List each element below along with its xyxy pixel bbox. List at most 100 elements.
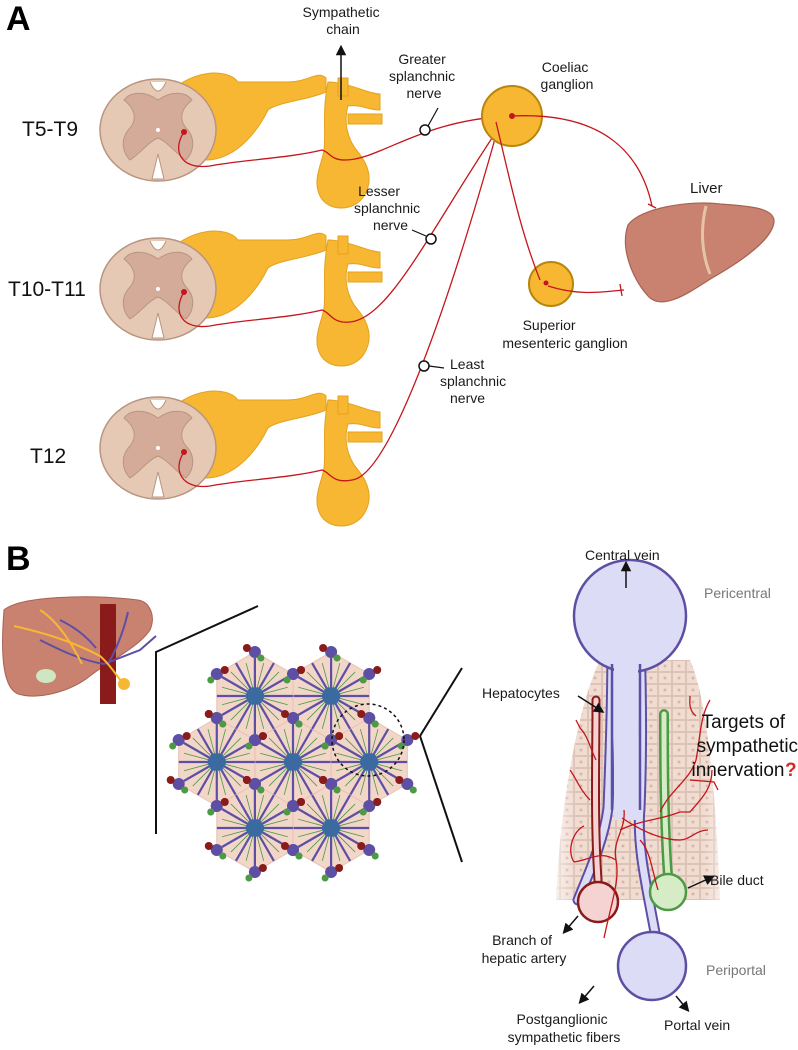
portal-triad-vessel	[258, 864, 267, 872]
portal-triad-vessel	[281, 710, 289, 718]
central-vein-node	[321, 819, 342, 837]
bile-canaliculus	[294, 769, 303, 795]
bile-canaliculus	[321, 795, 330, 821]
portal-triad-vessel	[207, 808, 215, 816]
postganglionic-fibers-a	[495, 115, 657, 297]
bile-canaliculus	[306, 833, 326, 853]
portal-triad-vessel	[220, 666, 229, 674]
bile-canaliculus	[221, 686, 248, 695]
portal-triad-vessel	[325, 734, 338, 746]
portal-triad-vessel	[245, 742, 253, 750]
spinal-cord-cross-section	[99, 78, 217, 182]
portal-triad-vessel	[295, 720, 303, 728]
portal-triad-vessel	[210, 668, 223, 680]
portal-triad-vessel	[357, 842, 366, 850]
bile-canaliculus	[376, 752, 403, 761]
bile-canaliculus	[321, 835, 330, 861]
portal-triad-vessel	[287, 844, 299, 856]
zoom-bracket-right	[418, 667, 463, 863]
greater-splanchnic-label: Greater splanchnic nerve	[389, 51, 459, 101]
bile-canaliculus	[336, 671, 356, 691]
portal-triad-vessel	[219, 720, 227, 728]
portal-triad-vessel	[411, 732, 420, 740]
bile-canaliculus	[376, 763, 403, 772]
portal-triad-vessel	[242, 644, 251, 652]
portal-triad-vessel	[359, 808, 367, 816]
least-splanchnic-label: Least splanchnic nerve	[440, 356, 510, 406]
bile-canaliculus	[230, 803, 250, 823]
bile-canaliculus	[283, 729, 292, 755]
central-vein-node	[321, 687, 342, 705]
central-vein-node	[244, 687, 265, 705]
portal-triad-vessel	[371, 720, 379, 728]
question-mark: ?	[785, 760, 797, 781]
spinal-segment-t5-t9	[99, 72, 383, 209]
portal-triad-vessel	[248, 778, 261, 790]
portal-triad-vessel	[333, 654, 341, 662]
bile-canaliculus	[260, 763, 286, 772]
bile-canaliculus	[336, 803, 356, 823]
portal-triad-vessel	[409, 786, 417, 794]
bile-canaliculus	[224, 752, 250, 761]
bile-canaliculus	[222, 767, 242, 787]
bile-canaliculus	[245, 795, 254, 821]
bile-canaliculus	[183, 763, 210, 772]
bile-canaliculus	[321, 663, 330, 689]
least-splanchnic-marker	[418, 360, 430, 372]
portal-triad-vessel	[172, 734, 185, 746]
bile-canaliculus	[245, 663, 254, 689]
hepatic-lobules	[166, 644, 420, 882]
bile-canaliculus	[338, 818, 365, 827]
portal-triad-vessel	[204, 842, 213, 850]
bile-canaliculus	[300, 752, 326, 761]
central-vein-label: Central vein	[585, 547, 660, 563]
bile-canaliculus	[360, 769, 368, 795]
portal-triad-vessel	[335, 864, 344, 872]
bile-canaliculus	[218, 769, 226, 795]
sympathetic-chain-label: Sympathetic chain	[303, 4, 384, 37]
segment-label-t12: T12	[30, 445, 66, 468]
bile-canaliculus	[262, 829, 288, 838]
portal-triad-vessel	[248, 646, 261, 658]
bile-canaliculus	[230, 833, 250, 853]
portal-triad-vessel	[210, 800, 223, 812]
lesser-splanchnic-marker	[425, 233, 437, 245]
portal-triad-vessel	[373, 666, 382, 674]
portal-triad-vessel	[363, 668, 376, 680]
central-vein-structure	[572, 558, 688, 956]
portal-triad-vessel	[395, 776, 404, 784]
bile-canaliculus	[298, 767, 318, 787]
portal-triad-vessel	[295, 852, 303, 860]
portal-triad-vessel	[363, 844, 376, 856]
portal-triad-vessel	[319, 644, 328, 652]
bile-canaliculus	[260, 671, 280, 691]
portal-vein-label: Portal vein	[664, 1017, 730, 1033]
portal-triad-vessel	[219, 852, 227, 860]
bile-canaliculus	[336, 763, 362, 772]
bile-canaliculus	[262, 686, 288, 695]
bile-canaliculus	[298, 737, 318, 757]
bile-canaliculus	[332, 835, 341, 861]
bile-canaliculus	[256, 795, 265, 821]
panel-a-letter: A	[6, 0, 31, 38]
portal-triad-vessel	[321, 874, 329, 882]
bile-canaliculus	[332, 795, 341, 821]
periportal-label: Periportal	[706, 962, 766, 978]
coeliac-ganglion-label: Coeliac ganglion	[541, 59, 594, 92]
bile-canaliculus	[192, 737, 212, 757]
hepatocytes-label: Hepatocytes	[482, 685, 560, 701]
bile-canaliculus	[344, 737, 364, 757]
bile-canaliculus	[300, 763, 326, 772]
portal-triad-vessel	[210, 844, 223, 856]
portal-triad-vessel	[319, 776, 328, 784]
bile-canaliculus	[262, 818, 288, 827]
bile-canaliculus	[336, 752, 362, 761]
portal-triad-vessel	[242, 776, 251, 784]
portal-triad-vessel	[371, 852, 379, 860]
bile-canaliculus	[370, 769, 379, 795]
pericentral-label: Pericentral	[704, 585, 771, 601]
portal-triad-vessel	[248, 866, 261, 878]
liver-vasculature-illustration	[2, 596, 157, 704]
bile-canaliculus	[283, 769, 292, 795]
